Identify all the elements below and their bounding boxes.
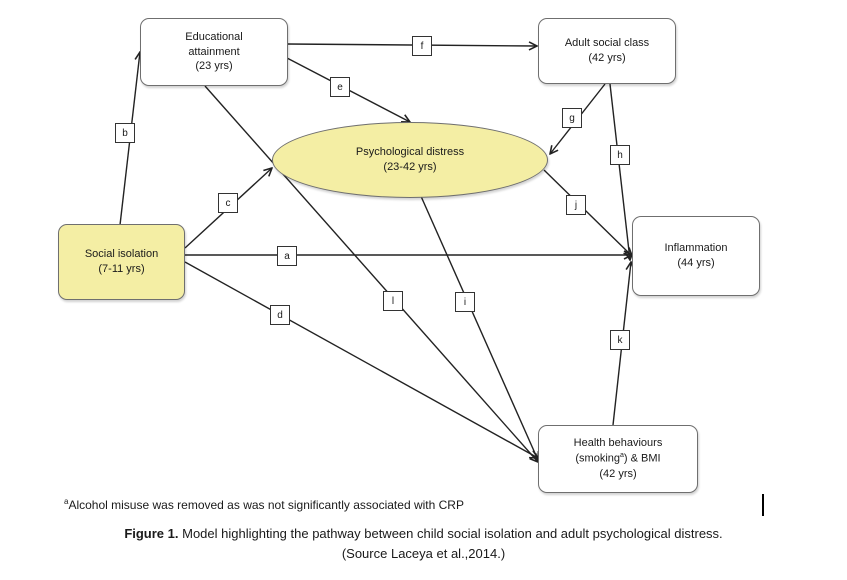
path-label-b: b — [115, 123, 135, 143]
path-label-d: d — [270, 305, 290, 325]
node-label: attainment — [188, 45, 240, 58]
path-label-g: g — [562, 108, 582, 128]
path-label-e: e — [330, 77, 350, 97]
caption-source: (Source Laceya et al.,2014.) — [341, 545, 506, 561]
caption-text: Model highlighting the pathway between c… — [178, 526, 723, 541]
arrow-l — [204, 85, 538, 462]
node-label: Adult social class — [564, 37, 650, 50]
footnote-marker: a — [64, 497, 69, 506]
path-label-i: i — [455, 292, 475, 312]
footnote-text: Alcohol misuse was removed as was not si… — [68, 498, 464, 512]
path-label-l: l — [383, 291, 403, 311]
node-inflammation: Inflammation (44 yrs) — [632, 216, 760, 296]
node-age: (7-11 yrs) — [98, 263, 145, 275]
caption-line: Figure 1. Model highlighting the pathway… — [0, 524, 847, 544]
node-label-2: (smokinga) & BMI — [575, 451, 660, 467]
path-label-j: j — [566, 195, 586, 215]
arrow-j — [543, 169, 632, 256]
path-label-a: a — [277, 246, 297, 266]
node-health-behaviours: Health behaviours (smokinga) & BMI (42 y… — [538, 425, 698, 493]
node-educational-attainment: Educational attainment (23 yrs) — [140, 18, 288, 86]
pathway-diagram: Educational attainment (23 yrs) Adult so… — [58, 18, 760, 493]
node-label: Inflammation — [664, 242, 728, 255]
node-age: (42 yrs) — [588, 52, 626, 64]
path-label-h: h — [610, 145, 630, 165]
path-label-k: k — [610, 330, 630, 350]
node-age: (23 yrs) — [195, 60, 233, 73]
path-label-c: c — [218, 193, 238, 213]
node-label: Health behaviours — [573, 437, 663, 450]
node-label-part: (smoking — [575, 452, 621, 465]
footnote-marker: a — [620, 452, 624, 460]
node-age: (44 yrs) — [677, 257, 715, 269]
node-psychological-distress: Psychological distress (23-42 yrs) — [272, 122, 548, 198]
figure-caption: Figure 1. Model highlighting the pathway… — [0, 524, 847, 563]
path-label-f: f — [412, 36, 432, 56]
arrow-i — [419, 193, 538, 460]
arrow-h — [609, 83, 630, 260]
node-label: Educational — [185, 30, 243, 43]
node-age: (23-42 yrs) — [383, 161, 437, 173]
footnote: aAlcohol misuse was removed as was not s… — [64, 497, 464, 512]
node-label-part: ) & BMI — [623, 452, 661, 465]
node-label: Social isolation — [84, 248, 159, 261]
caption-label: Figure 1. — [124, 526, 179, 541]
node-age: (42 yrs) — [599, 467, 637, 480]
node-social-isolation: Social isolation (7-11 yrs) — [58, 224, 185, 300]
arrow-d — [184, 261, 538, 458]
text-cursor — [762, 494, 764, 516]
node-label: Psychological distress — [355, 146, 465, 159]
node-adult-social-class: Adult social class (42 yrs) — [538, 18, 676, 84]
